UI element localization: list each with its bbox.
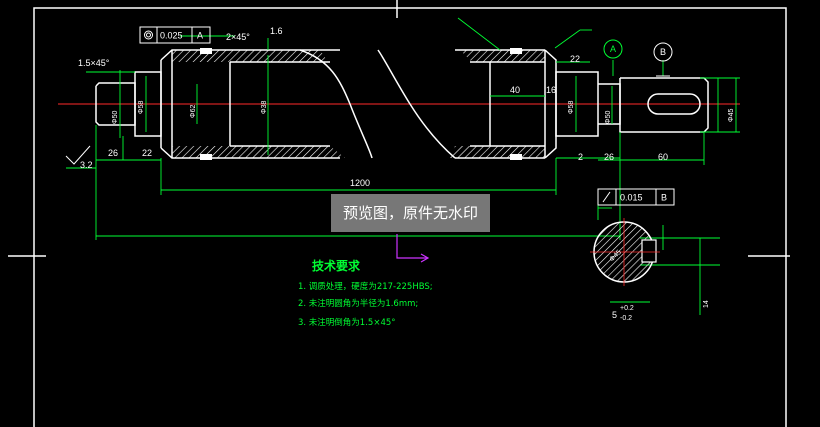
tech-item-2: 2. 未注明圆角为半径为1.6mm; xyxy=(298,298,418,309)
datum-marker-b: B xyxy=(653,42,673,77)
tech-requirements-title: 技术要求 xyxy=(312,258,361,273)
datum-b-label: B xyxy=(660,47,666,57)
dia-45: Φ45 xyxy=(728,109,735,122)
drawing-frame xyxy=(8,0,790,427)
tech-item-3: 3. 未注明倒角为1.5×45° xyxy=(298,317,396,328)
dia-58-right: Φ58 xyxy=(568,101,575,114)
dim-16: 16 xyxy=(546,85,556,95)
chamfer-left: 1.5×45° xyxy=(78,58,110,68)
symmetry-datum: B xyxy=(661,193,667,203)
dim-22-left: 22 xyxy=(142,148,152,158)
tolerance-frame-runout xyxy=(139,26,211,44)
dim-26-right: 26 xyxy=(604,152,614,162)
keyway-depth: 5 xyxy=(612,310,617,320)
tolerance-small-1: +0.2 xyxy=(620,305,634,312)
datum-a-label: A xyxy=(610,44,616,54)
dim-26-left: 26 xyxy=(108,148,118,158)
dim-60: 60 xyxy=(658,152,668,162)
watermark-background xyxy=(331,194,490,232)
dia-50-right: Φ50 xyxy=(605,111,612,124)
roughness-symbol xyxy=(65,145,91,165)
dim-22-top: 22 xyxy=(570,54,580,64)
watermark-text: 预览图，原件无水印 xyxy=(342,204,478,222)
dim-40: 40 xyxy=(510,85,520,95)
runout-value: 0.025 xyxy=(160,31,183,41)
section-view xyxy=(590,218,660,286)
tolerance-small-2: -0.2 xyxy=(620,315,632,322)
dimension-lines xyxy=(66,17,740,315)
tech-item-1: 1. 调质处理，硬度为217-225HBS; xyxy=(298,281,433,292)
dia-58-left: Φ58 xyxy=(138,101,145,114)
roughness-left: 3.2 xyxy=(80,160,93,170)
keyway-width: 14 xyxy=(703,300,710,308)
roughness-top: 1.6 xyxy=(270,26,283,36)
runout-datum: A xyxy=(197,31,203,41)
dim-2: 2 xyxy=(578,152,583,162)
dia-38: Φ38 xyxy=(261,101,268,114)
section-marker xyxy=(396,234,430,263)
tolerance-frame-symmetry xyxy=(597,188,675,206)
datum-marker-a: A xyxy=(603,39,623,59)
dia-62-left: Φ62 xyxy=(190,105,197,118)
dim-overall-length: 1200 xyxy=(350,178,370,188)
wall-hatching xyxy=(172,48,545,160)
chamfer-mid: 2×45° xyxy=(226,32,250,42)
symmetry-value: 0.015 xyxy=(620,193,643,203)
dia-50-left: Φ50 xyxy=(112,111,119,124)
